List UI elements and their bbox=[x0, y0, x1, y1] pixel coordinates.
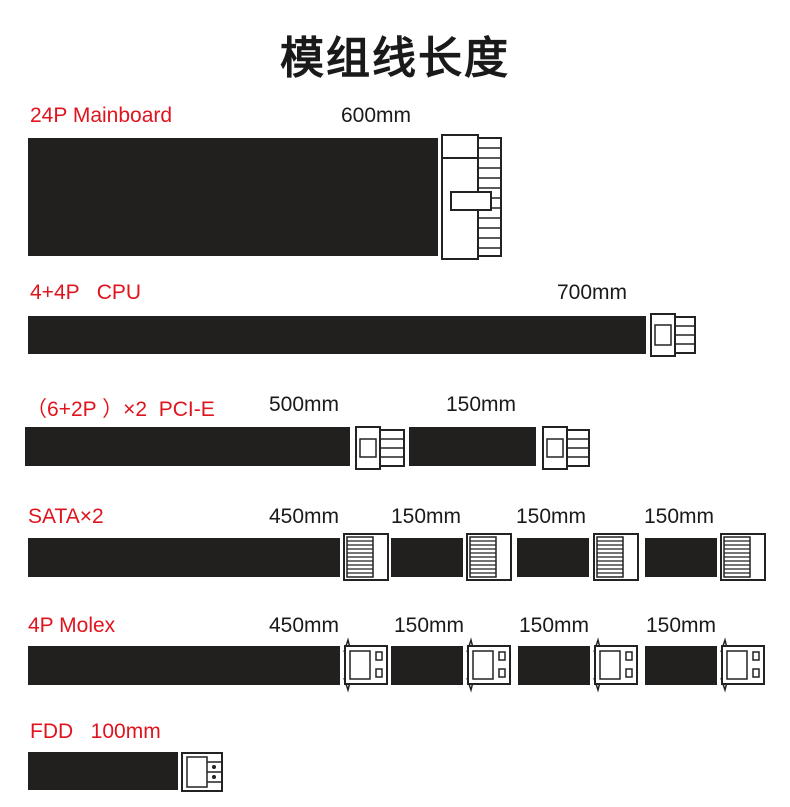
sata-length-3: 150mm bbox=[516, 505, 587, 528]
sata-length-1: 450mm bbox=[269, 505, 340, 528]
sata-connector-icon-1 bbox=[343, 533, 389, 581]
fdd-connector-icon bbox=[181, 752, 223, 792]
pcie-length-1: 500mm bbox=[269, 393, 340, 416]
pcie-length-2: 150mm bbox=[446, 393, 517, 416]
mainboard-cable bbox=[28, 138, 438, 256]
pcie-6p2-connector-icon-1 bbox=[355, 426, 405, 470]
pcie-label: （6+2P ）×2 PCI-E bbox=[26, 398, 215, 421]
cpu-label: 4+4P CPU bbox=[30, 281, 142, 304]
mainboard-length: 600mm bbox=[341, 104, 412, 127]
molex-connector-icon-1 bbox=[342, 637, 388, 693]
molex-connector-icon-2 bbox=[465, 637, 511, 693]
molex-length-4: 150mm bbox=[646, 614, 717, 637]
fdd-cable bbox=[28, 752, 178, 790]
molex-cable-3 bbox=[518, 646, 590, 685]
molex-length-1: 450mm bbox=[269, 614, 340, 637]
sata-label: SATA×2 bbox=[28, 505, 104, 528]
molex-length-3: 150mm bbox=[519, 614, 590, 637]
molex-label: 4P Molex bbox=[28, 614, 116, 637]
sata-connector-icon-3 bbox=[593, 533, 639, 581]
mainboard-label: 24P Mainboard bbox=[30, 104, 173, 127]
sata-length-4: 150mm bbox=[644, 505, 715, 528]
sata-cable-2 bbox=[391, 538, 463, 577]
molex-length-2: 150mm bbox=[394, 614, 465, 637]
sata-length-2: 150mm bbox=[391, 505, 462, 528]
cpu-4p4-connector-icon bbox=[650, 313, 696, 357]
cpu-cable bbox=[28, 316, 646, 354]
mainboard-24p-connector-icon bbox=[441, 134, 503, 260]
sata-connector-icon-4 bbox=[720, 533, 766, 581]
pcie-cable-1 bbox=[25, 427, 350, 466]
molex-cable-2 bbox=[391, 646, 463, 685]
molex-connector-icon-3 bbox=[592, 637, 638, 693]
sata-cable-1 bbox=[28, 538, 340, 577]
fdd-label: FDD 100mm bbox=[30, 720, 161, 743]
pcie-6p2-connector-icon-2 bbox=[542, 426, 590, 470]
cpu-length: 700mm bbox=[557, 281, 628, 304]
sata-cable-3 bbox=[517, 538, 589, 577]
pcie-cable-2 bbox=[409, 427, 536, 466]
sata-connector-icon-2 bbox=[466, 533, 512, 581]
page-title: 模组线长度 bbox=[280, 33, 510, 84]
molex-connector-icon-4 bbox=[719, 637, 765, 693]
molex-cable-1 bbox=[28, 646, 340, 685]
molex-cable-4 bbox=[645, 646, 717, 685]
sata-cable-4 bbox=[645, 538, 717, 577]
